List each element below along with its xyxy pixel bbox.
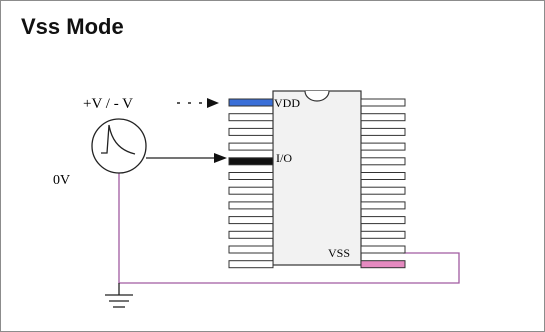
left-pin-3 [228, 127, 274, 136]
left-pin-7 [228, 186, 274, 195]
right-pin-4 [360, 142, 406, 151]
left-pin-row [228, 98, 274, 269]
ic-chip [272, 90, 362, 266]
right-pin-row [360, 98, 406, 269]
left-pin-2 [228, 113, 274, 122]
ground-wire [118, 171, 460, 284]
right-pin-2 [360, 113, 406, 122]
ground-voltage-label: 0V [53, 173, 70, 188]
pin-label-io: I/O [276, 151, 292, 165]
right-pin-1 [360, 98, 406, 107]
right-pin-10 [360, 230, 406, 239]
left-pin-10 [228, 230, 274, 239]
pulse-source-icon [91, 118, 147, 174]
io-pin [228, 157, 274, 166]
vss-pin [360, 260, 406, 269]
left-pin-6 [228, 172, 274, 180]
pin-label-vss: VSS [328, 246, 350, 260]
left-pin-4 [228, 142, 274, 151]
vdd-dashed-arrow [177, 98, 219, 108]
ground-icon [105, 283, 133, 308]
pin-label-vdd: VDD [274, 96, 300, 110]
right-pin-5 [360, 157, 406, 166]
page-title: Vss Mode [21, 14, 124, 39]
left-pin-11 [228, 245, 274, 254]
right-pin-3 [360, 127, 406, 136]
right-pin-7 [360, 186, 406, 195]
io-signal-wire [146, 153, 227, 163]
left-pin-9 [228, 216, 274, 225]
left-pin-12 [228, 260, 274, 269]
vdd-pin [228, 98, 274, 107]
right-pin-9 [360, 216, 406, 225]
right-pin-8 [360, 201, 406, 210]
voltage-label: +V / - V [83, 96, 133, 112]
right-pin-11 [360, 245, 406, 254]
left-pin-8 [228, 201, 274, 210]
right-pin-6 [360, 172, 406, 180]
